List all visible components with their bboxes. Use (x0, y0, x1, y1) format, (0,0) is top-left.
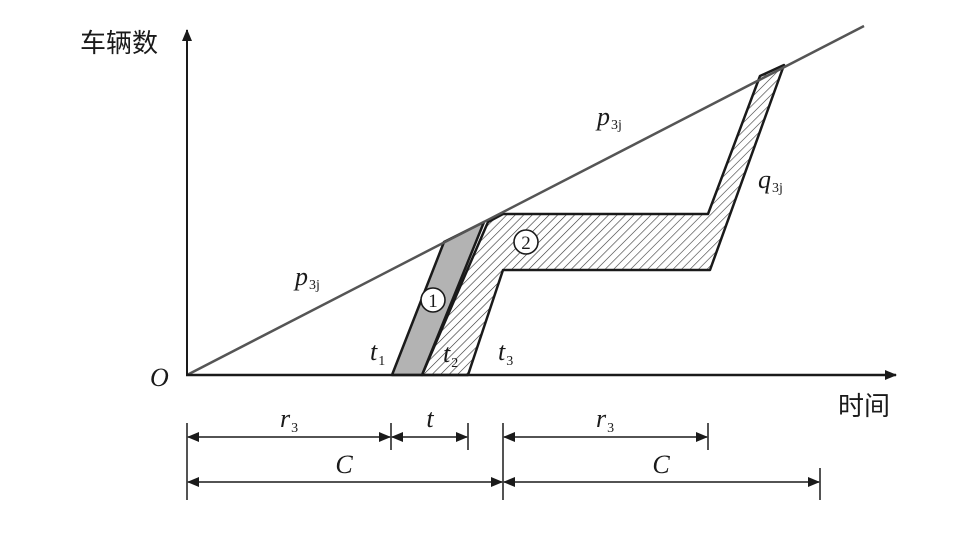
time-label-t3: t3 (498, 337, 513, 369)
dimension-label-c-left: C (335, 450, 353, 479)
curve-label-p3j-upper: p3j (595, 102, 622, 133)
region-1-marker: 1 (420, 287, 446, 313)
region-2-polygon (420, 63, 786, 377)
origin-label: O (150, 363, 169, 392)
arrival-line (186, 24, 865, 377)
y-axis-label: 车辆数 (80, 29, 158, 59)
dimension-ticks (186, 423, 821, 500)
region-2-marker: 2 (513, 229, 539, 255)
svg-text:1: 1 (428, 291, 438, 312)
curve-label-q3j: q3j (758, 165, 783, 196)
dimension-label-c-right: C (652, 450, 670, 479)
dimension-label-r3-right: r3 (596, 404, 614, 436)
dimension-label-t: t (426, 404, 434, 433)
svg-text:2: 2 (521, 233, 531, 254)
curve-label-p3j-lower: p3j (293, 262, 320, 293)
time-label-t2: t2 (443, 339, 458, 371)
x-axis-label: 时间 (838, 392, 890, 422)
time-label-t1: t1 (370, 337, 385, 369)
dimension-label-r3-left: r3 (280, 404, 298, 436)
